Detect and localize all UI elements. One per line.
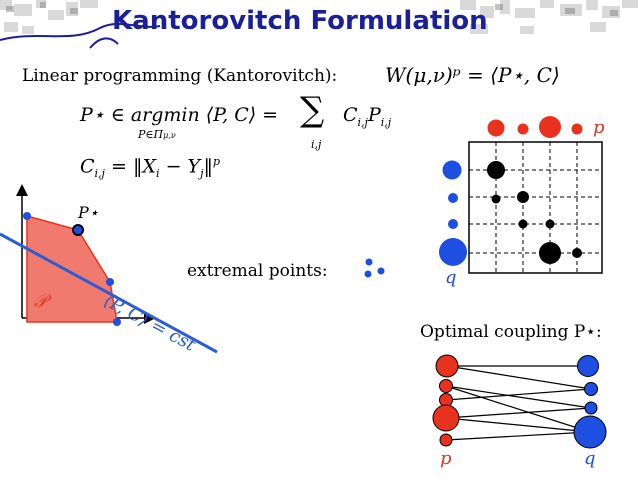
cost-rhs-sub2: j xyxy=(200,167,204,181)
sum-term: Ci,jPi,j xyxy=(343,104,391,129)
argmin-subsub-text: μ,ν xyxy=(163,131,176,140)
argmin-subscript: P∈Πμ,ν xyxy=(138,128,176,141)
vertex-point xyxy=(23,212,31,220)
header-texture xyxy=(0,0,638,50)
coupling-q-nodes xyxy=(573,355,607,449)
vertex-point xyxy=(113,318,121,326)
extremal-dot xyxy=(365,258,373,266)
optimal-coupling-label: Optimal coupling P⋆: xyxy=(420,322,602,342)
argmin-sub-text: P∈Π xyxy=(138,128,164,141)
sum-term-c-sub: i,j xyxy=(357,115,368,129)
cost-rhs: = ‖X xyxy=(111,155,157,178)
matrix-p-label: p xyxy=(593,117,605,138)
sum-subscript: i,j xyxy=(311,138,322,151)
cost-rhs-mid: − Y xyxy=(159,155,201,178)
cost-lhs: C xyxy=(80,155,95,178)
pstar-point xyxy=(72,224,84,236)
coupling-p-nodes xyxy=(432,354,460,447)
extremal-dot xyxy=(377,267,385,275)
level-line xyxy=(0,232,218,354)
cost-equation: Ci,j = ‖Xi − Yj‖p xyxy=(80,155,220,180)
coupling-edges xyxy=(445,365,592,441)
polytope-region xyxy=(26,215,118,323)
sum-term-c: C xyxy=(343,104,358,126)
pstar-label: P⋆ xyxy=(78,203,99,222)
coupling-q-label: q xyxy=(584,448,596,469)
sum-term-p: P xyxy=(367,104,381,126)
coupling-p-label: p xyxy=(440,448,452,469)
polytope-label: 𝒫 xyxy=(34,291,47,312)
cost-lhs-sub: i,j xyxy=(94,167,105,181)
transport-matrix xyxy=(468,141,603,274)
wasserstein-equation: W(μ,ν)ᵖ = ⟨P⋆, C⟩ xyxy=(385,63,560,87)
cost-rhs-sub1: i xyxy=(156,167,160,181)
q-marginal xyxy=(439,160,467,266)
sum-term-p-sub: i,j xyxy=(380,115,392,129)
slide-title: Kantorovitch Formulation xyxy=(112,6,488,36)
extremal-dot xyxy=(364,270,372,278)
cost-rhs-end: ‖ xyxy=(203,155,214,178)
sum-symbol: ∑ xyxy=(300,90,325,130)
p-marginal xyxy=(487,116,583,138)
extremal-label: extremal points: xyxy=(187,261,328,281)
pstar-equation: P⋆ ∈ argmin ⟨P, C⟩ = xyxy=(80,104,278,126)
cost-rhs-sup: p xyxy=(213,155,221,168)
vertex-point xyxy=(106,278,114,286)
pstar-equation-text: P⋆ ∈ argmin ⟨P, C⟩ = xyxy=(80,104,279,126)
matrix-q-label: q xyxy=(445,267,457,288)
lp-label: Linear programming (Kantorovitch): xyxy=(22,66,338,86)
